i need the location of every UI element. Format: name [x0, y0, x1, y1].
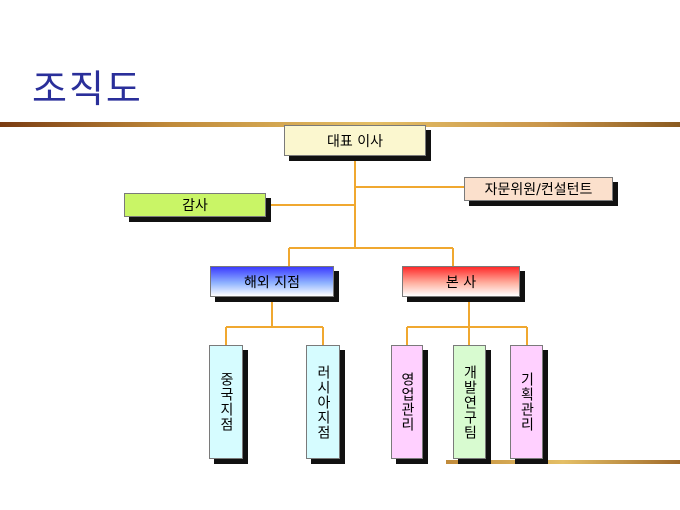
- node-china-branch-label: 중국지점: [218, 372, 234, 432]
- node-russia-branch-label: 러시아지점: [315, 364, 331, 440]
- node-planning-label: 기획관리: [518, 372, 535, 432]
- node-china-branch: 중국지점: [209, 345, 243, 459]
- node-overseas-label: 해외 지점: [244, 274, 300, 291]
- node-ceo: 대표 이사: [284, 125, 426, 156]
- node-ceo-label: 대표 이사: [327, 133, 383, 150]
- page-title: 조직도: [32, 67, 143, 111]
- node-hq-label: 본 사: [445, 274, 477, 291]
- node-hq: 본 사: [402, 266, 520, 297]
- node-audit: 감사: [124, 193, 266, 217]
- node-sales-label: 영업관리: [399, 372, 415, 432]
- bottom-divider: [446, 460, 680, 464]
- node-planning: 기획관리: [510, 345, 543, 459]
- node-overseas: 해외 지점: [210, 266, 334, 297]
- node-sales: 영업관리: [391, 345, 423, 459]
- node-advisor: 자문위원/컨설턴트: [464, 177, 613, 201]
- node-advisor-label: 자문위원/컨설턴트: [484, 182, 593, 198]
- node-audit-label: 감사: [182, 198, 208, 214]
- title-divider: [0, 122, 680, 127]
- node-russia-branch: 러시아지점: [306, 345, 340, 459]
- node-rnd-label: 개발연구팀: [461, 364, 478, 440]
- node-rnd: 개발연구팀: [453, 345, 486, 459]
